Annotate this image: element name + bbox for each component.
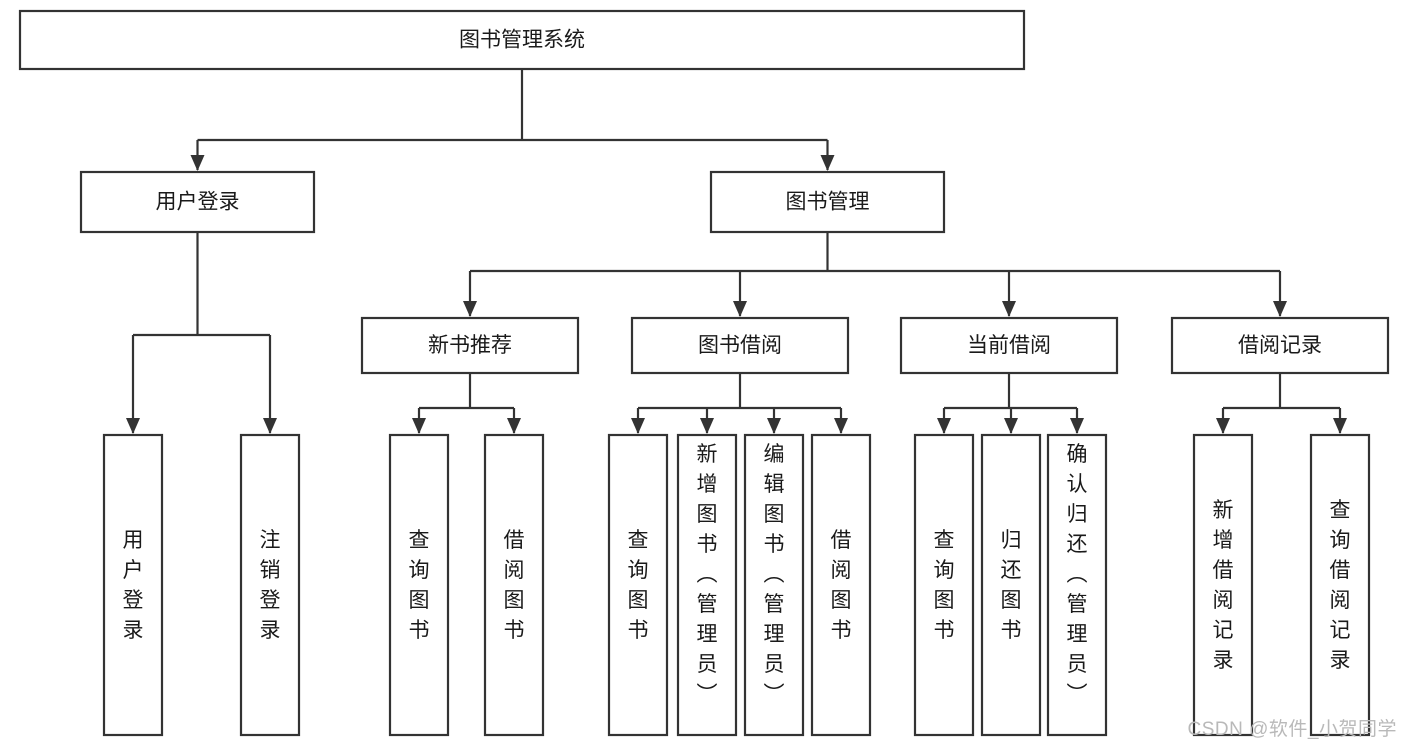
node-box-leaf-logout[interactable] [239,433,301,737]
node-box-new-book-rec[interactable] [360,316,580,375]
csdn-watermark: CSDN @软件_小贺同学 [1187,719,1397,740]
node-book-borrow[interactable]: 图书借阅 [630,316,850,375]
node-box-leaf-borrow-book-2[interactable] [810,433,872,737]
node-box-leaf-user-login[interactable] [102,433,164,737]
arrow-head-icon [463,301,477,317]
node-leaf-edit-book[interactable]: 编辑图书︵管理员︶ [743,433,805,737]
arrow-head-icon [1273,301,1287,317]
node-leaf-query-book-1[interactable]: 查询图书 [388,433,450,737]
node-book-manage[interactable]: 图书管理 [709,170,946,234]
node-label-leaf-logout: 注销登录 [260,529,281,642]
arrow-head-icon [767,418,781,434]
arrow-head-icon [1216,418,1230,434]
node-box-current-borrow[interactable] [899,316,1119,375]
node-box-leaf-query-record[interactable] [1309,433,1371,737]
node-box-leaf-query-book-3[interactable] [913,433,975,737]
arrow-head-icon [631,418,645,434]
node-label-new-book-rec: 新书推荐 [428,334,512,357]
node-leaf-user-login[interactable]: 用户登录 [102,433,164,737]
node-box-leaf-edit-book[interactable] [743,433,805,737]
arrow-head-icon [412,418,426,434]
arrow-head-icon [700,418,714,434]
node-label-leaf-query-book-2: 查询图书 [628,529,649,642]
node-box-leaf-add-record[interactable] [1192,433,1254,737]
node-label-leaf-return-book: 归还图书 [1001,529,1022,642]
node-leaf-query-book-2[interactable]: 查询图书 [607,433,669,737]
node-box-borrow-record[interactable] [1170,316,1390,375]
arrow-head-icon [937,418,951,434]
node-box-leaf-borrow-book-1[interactable] [483,433,545,737]
connector-layer [126,69,1347,434]
node-leaf-borrow-book-1[interactable]: 借阅图书 [483,433,545,737]
node-label-leaf-edit-book: 编辑图书︵管理员︶ [764,443,785,706]
arrow-head-icon [263,418,277,434]
node-leaf-borrow-book-2[interactable]: 借阅图书 [810,433,872,737]
arrow-head-icon [820,155,835,171]
arrow-head-icon [126,418,140,434]
node-box-leaf-return-book[interactable] [980,433,1042,737]
node-label-leaf-add-book: 新增图书︵管理员︶ [697,443,718,706]
node-label-leaf-borrow-book-2: 借阅图书 [831,529,852,642]
node-label-borrow-record: 借阅记录 [1238,334,1322,357]
node-box-root[interactable] [18,9,1026,71]
node-label-leaf-user-login: 用户登录 [123,529,144,642]
node-label-root: 图书管理系统 [459,29,585,52]
node-root[interactable]: 图书管理系统 [18,9,1026,71]
arrow-head-icon [1333,418,1347,434]
node-box-leaf-query-book-1[interactable] [388,433,450,737]
node-layer: 图书管理系统用户登录图书管理新书推荐图书借阅当前借阅借阅记录用户登录注销登录查询… [18,9,1390,737]
node-current-borrow[interactable]: 当前借阅 [899,316,1119,375]
node-label-leaf-borrow-book-1: 借阅图书 [504,529,525,642]
node-user-login[interactable]: 用户登录 [79,170,316,234]
arrow-head-icon [507,418,521,434]
arrow-head-icon [1070,418,1084,434]
node-label-leaf-query-book-3: 查询图书 [934,529,955,642]
node-box-book-manage[interactable] [709,170,946,234]
arrow-head-icon [1002,301,1016,317]
node-leaf-add-book[interactable]: 新增图书︵管理员︶ [676,433,738,737]
arrow-head-icon [834,418,848,434]
arrow-head-icon [733,301,747,317]
arrow-head-icon [1004,418,1018,434]
node-box-leaf-confirm-return[interactable] [1046,433,1108,737]
node-borrow-record[interactable]: 借阅记录 [1170,316,1390,375]
node-box-leaf-add-book[interactable] [676,433,738,737]
node-box-user-login[interactable] [79,170,316,234]
node-leaf-logout[interactable]: 注销登录 [239,433,301,737]
node-label-leaf-query-record: 查询借阅记录 [1330,499,1351,672]
node-box-book-borrow[interactable] [630,316,850,375]
node-leaf-add-record[interactable]: 新增借阅记录 [1192,433,1254,737]
node-label-current-borrow: 当前借阅 [967,334,1051,357]
node-label-leaf-add-record: 新增借阅记录 [1213,499,1234,672]
node-label-book-manage: 图书管理 [786,191,870,214]
node-new-book-rec[interactable]: 新书推荐 [360,316,580,375]
arrow-head-icon [190,155,205,171]
node-leaf-query-book-3[interactable]: 查询图书 [913,433,975,737]
node-leaf-confirm-return[interactable]: 确认归还︵管理员︶ [1046,433,1108,737]
node-box-leaf-query-book-2[interactable] [607,433,669,737]
node-label-leaf-query-book-1: 查询图书 [409,529,430,642]
node-label-leaf-confirm-return: 确认归还︵管理员︶ [1067,443,1088,706]
node-label-book-borrow: 图书借阅 [698,334,782,357]
node-leaf-query-record[interactable]: 查询借阅记录 [1309,433,1371,737]
node-leaf-return-book[interactable]: 归还图书 [980,433,1042,737]
node-label-user-login: 用户登录 [156,191,240,214]
